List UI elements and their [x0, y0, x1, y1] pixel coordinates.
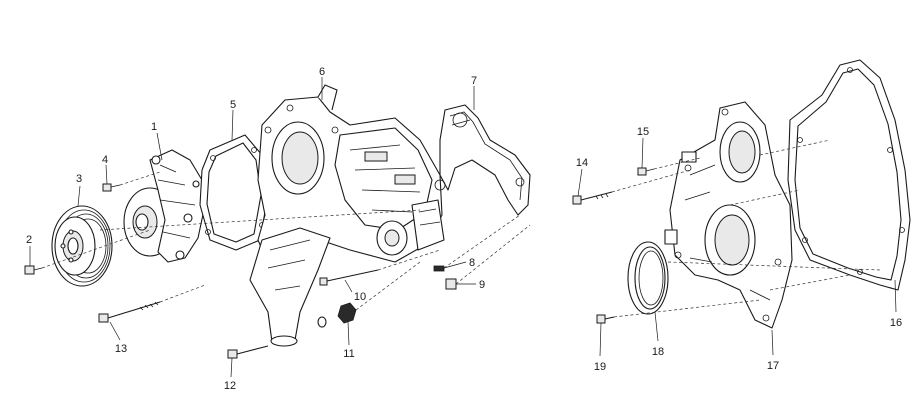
- left-assembly-lines: [41, 171, 531, 311]
- callout-2: 2: [26, 234, 32, 246]
- callout-13: 13: [115, 343, 127, 355]
- callout-17: 17: [767, 360, 779, 372]
- callout-12: 12: [224, 380, 236, 392]
- part-17-rear-cover: [664, 101, 793, 329]
- callout-8: 8: [469, 257, 475, 269]
- right-assembly-lines: [611, 139, 881, 318]
- callout-14: 14: [576, 157, 588, 169]
- part-10-stud: [319, 269, 379, 286]
- part-3-pulley: [51, 205, 113, 287]
- callout-1: 1: [151, 121, 157, 133]
- part-8-sleeve: [433, 265, 445, 272]
- callout-6: 6: [319, 66, 325, 78]
- callout-19: 19: [594, 361, 606, 373]
- callout-leaders: [29, 77, 897, 378]
- part-16-cover-gasket: [787, 59, 911, 291]
- part-2-bolt: [24, 265, 43, 275]
- callout-15: 15: [637, 126, 649, 138]
- part-7-housing-gasket: [434, 104, 531, 216]
- inlet-pipe: [249, 227, 331, 347]
- part-9-plug: [445, 278, 457, 290]
- part-12-bolt: [227, 345, 269, 359]
- part-1-water-pump: [123, 149, 206, 263]
- part-18-seal-ring: [627, 241, 669, 315]
- callout-11: 11: [343, 348, 354, 360]
- part-15-bolt: [637, 167, 655, 176]
- part-11-nut: [317, 302, 357, 328]
- callout-3: 3: [76, 173, 82, 185]
- part-19-bolt: [596, 314, 615, 324]
- callout-9: 9: [479, 279, 485, 291]
- callout-18: 18: [652, 346, 664, 358]
- callout-5: 5: [230, 99, 236, 111]
- part-14-long-bolt: [572, 191, 613, 205]
- part-5-pump-gasket: [199, 134, 269, 251]
- part-13-long-bolt: [98, 301, 161, 323]
- callout-4: 4: [102, 154, 108, 166]
- callout-16: 16: [890, 317, 902, 329]
- callout-numbers: 1 2 3 4 5 6 7 8 9 10 11 12 13 14 15 16 1…: [26, 66, 902, 392]
- callout-10: 10: [354, 291, 366, 303]
- callout-7: 7: [471, 75, 477, 87]
- part-4-bolt: [102, 183, 121, 192]
